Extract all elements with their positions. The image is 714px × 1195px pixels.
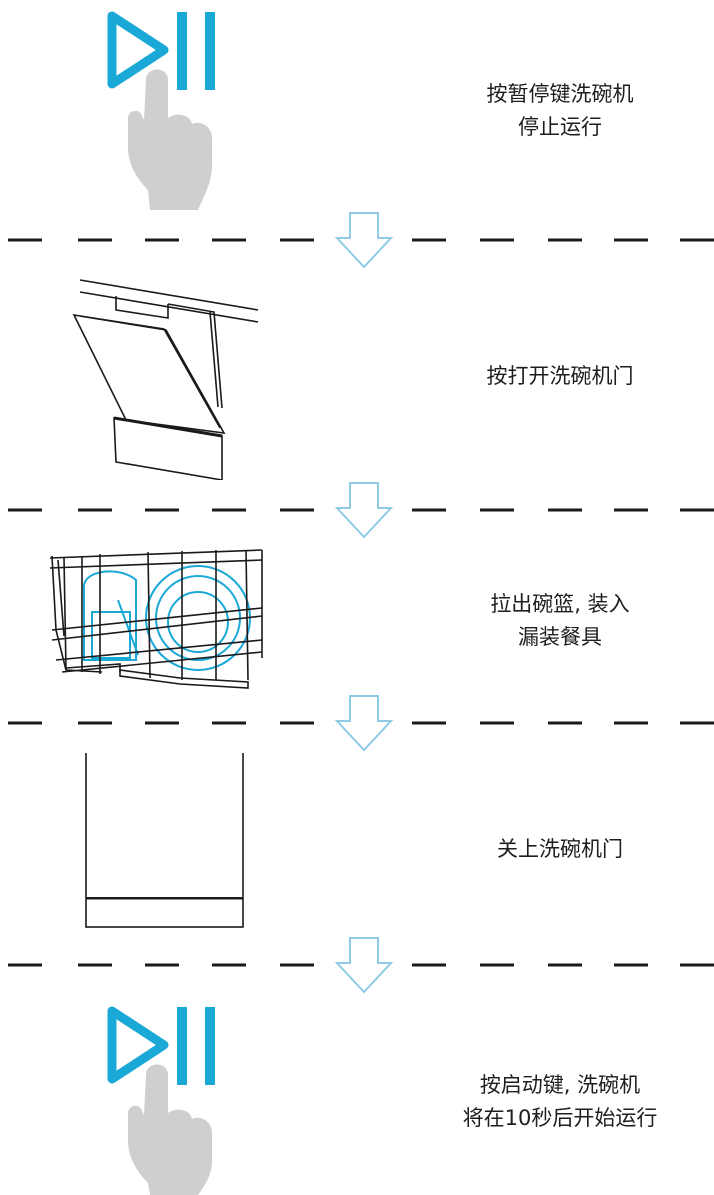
step-caption-line: 关上洗碗机门: [497, 837, 623, 861]
hand-pointer-icon: [128, 69, 212, 210]
step-start: 按启动键, 洗碗机 将在10秒后开始运行: [0, 995, 714, 1195]
dishwasher-door-open-icon: [72, 279, 259, 480]
step-divider: [8, 482, 714, 539]
step-caption-line: 漏装餐具: [518, 625, 602, 649]
step-caption-line: 停止运行: [518, 115, 602, 139]
down-arrow-icon: [334, 695, 394, 752]
down-arrow-icon: [334, 212, 394, 269]
step-divider: [8, 937, 714, 994]
step-divider: [8, 695, 714, 752]
step-caption-line: 按暂停键洗碗机: [486, 82, 634, 106]
play-pause-icon: [107, 1006, 215, 1195]
step-caption-line: 将在10秒后开始运行: [462, 1106, 658, 1130]
step-divider: [8, 212, 714, 269]
down-arrow-icon: [334, 937, 394, 994]
step-open-door: 按打开洗碗机门: [0, 270, 714, 480]
step-pause: 按暂停键洗碗机 停止运行: [0, 0, 714, 210]
down-arrow-icon: [334, 482, 394, 539]
play-pause-icon: [107, 11, 215, 210]
step-caption-line: 拉出碗篮, 装入: [490, 592, 630, 616]
step-load-basket: 拉出碗篮, 装入 漏装餐具: [0, 540, 714, 705]
step-close-door: 关上洗碗机门: [0, 753, 714, 933]
step-caption-line: 按启动键, 洗碗机: [479, 1073, 641, 1097]
hand-pointer-icon: [128, 1064, 212, 1195]
dish-basket-icon: [49, 549, 263, 689]
dishwasher-door-closed-icon: [85, 753, 244, 928]
step-caption-line: 按打开洗碗机门: [486, 364, 634, 388]
